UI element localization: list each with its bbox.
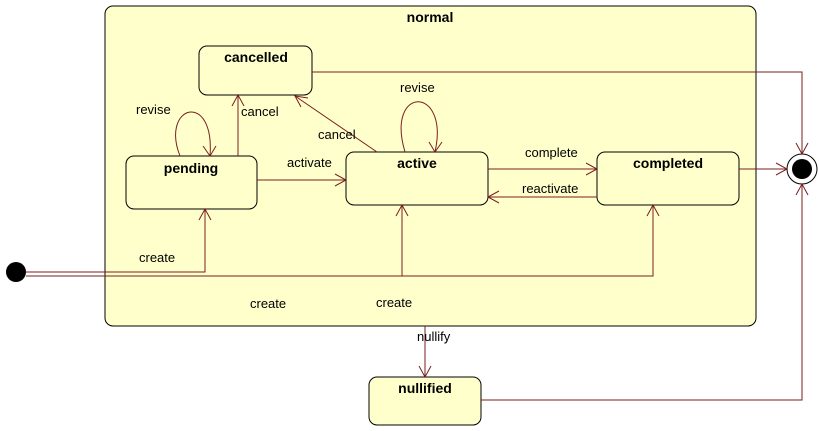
final-state-dot [792,159,812,179]
completed-reactivate-arrowhead [486,190,500,204]
active-state[interactable] [345,151,489,206]
pending-cancel-label: cancel [241,104,279,119]
pending-revise-arrowhead [202,145,217,157]
active-revise-loop [400,101,438,153]
active-revise-label: revise [400,80,435,95]
normal-state-label: normal [407,9,454,25]
active-complete-label: complete [525,145,578,160]
create-pending-label: create [139,250,175,265]
pending-cancel-arrowhead [231,93,245,107]
pending-revise-loop [175,111,211,157]
create-completed-edge [26,205,654,277]
completed-state[interactable] [596,151,740,206]
nullified-state-label: nullified [398,380,452,396]
completed-state-label: completed [633,155,703,171]
completed-final-arrowhead [775,162,789,176]
cancelled-final-edge [312,71,803,154]
cancelled-final-arrowhead [795,142,809,156]
active-cancel-edge [294,95,378,153]
cancelled-state[interactable] [198,45,313,96]
create-completed-label: create [376,295,412,310]
pending-activate-label: activate [287,155,332,170]
create-active-arrowhead [395,203,409,217]
pending-activate-arrowhead [334,173,348,187]
cancelled-state-label: cancelled [224,49,288,65]
active-complete-arrowhead [585,162,599,176]
pending-revise-label: revise [136,102,171,117]
nullified-final-edge [481,184,803,401]
nullified-final-arrowhead [795,182,809,196]
completed-reactivate-label: reactivate [522,181,578,196]
create-pending-arrowhead [198,207,212,221]
active-revise-arrowhead [428,141,443,153]
pending-state-label: pending [164,160,218,176]
create-pending-edge [26,209,206,273]
normal-nullify-label: nullify [417,329,451,344]
create-active-label: create [250,296,286,311]
pending-state[interactable] [125,155,258,210]
create-completed-arrowhead [646,203,660,217]
active-cancel-arrowhead [294,95,309,108]
active-cancel-label: cancel [318,127,356,142]
normal-nullify-arrowhead [418,365,432,379]
initial-state-dot [6,262,26,282]
active-state-label: active [397,155,437,171]
